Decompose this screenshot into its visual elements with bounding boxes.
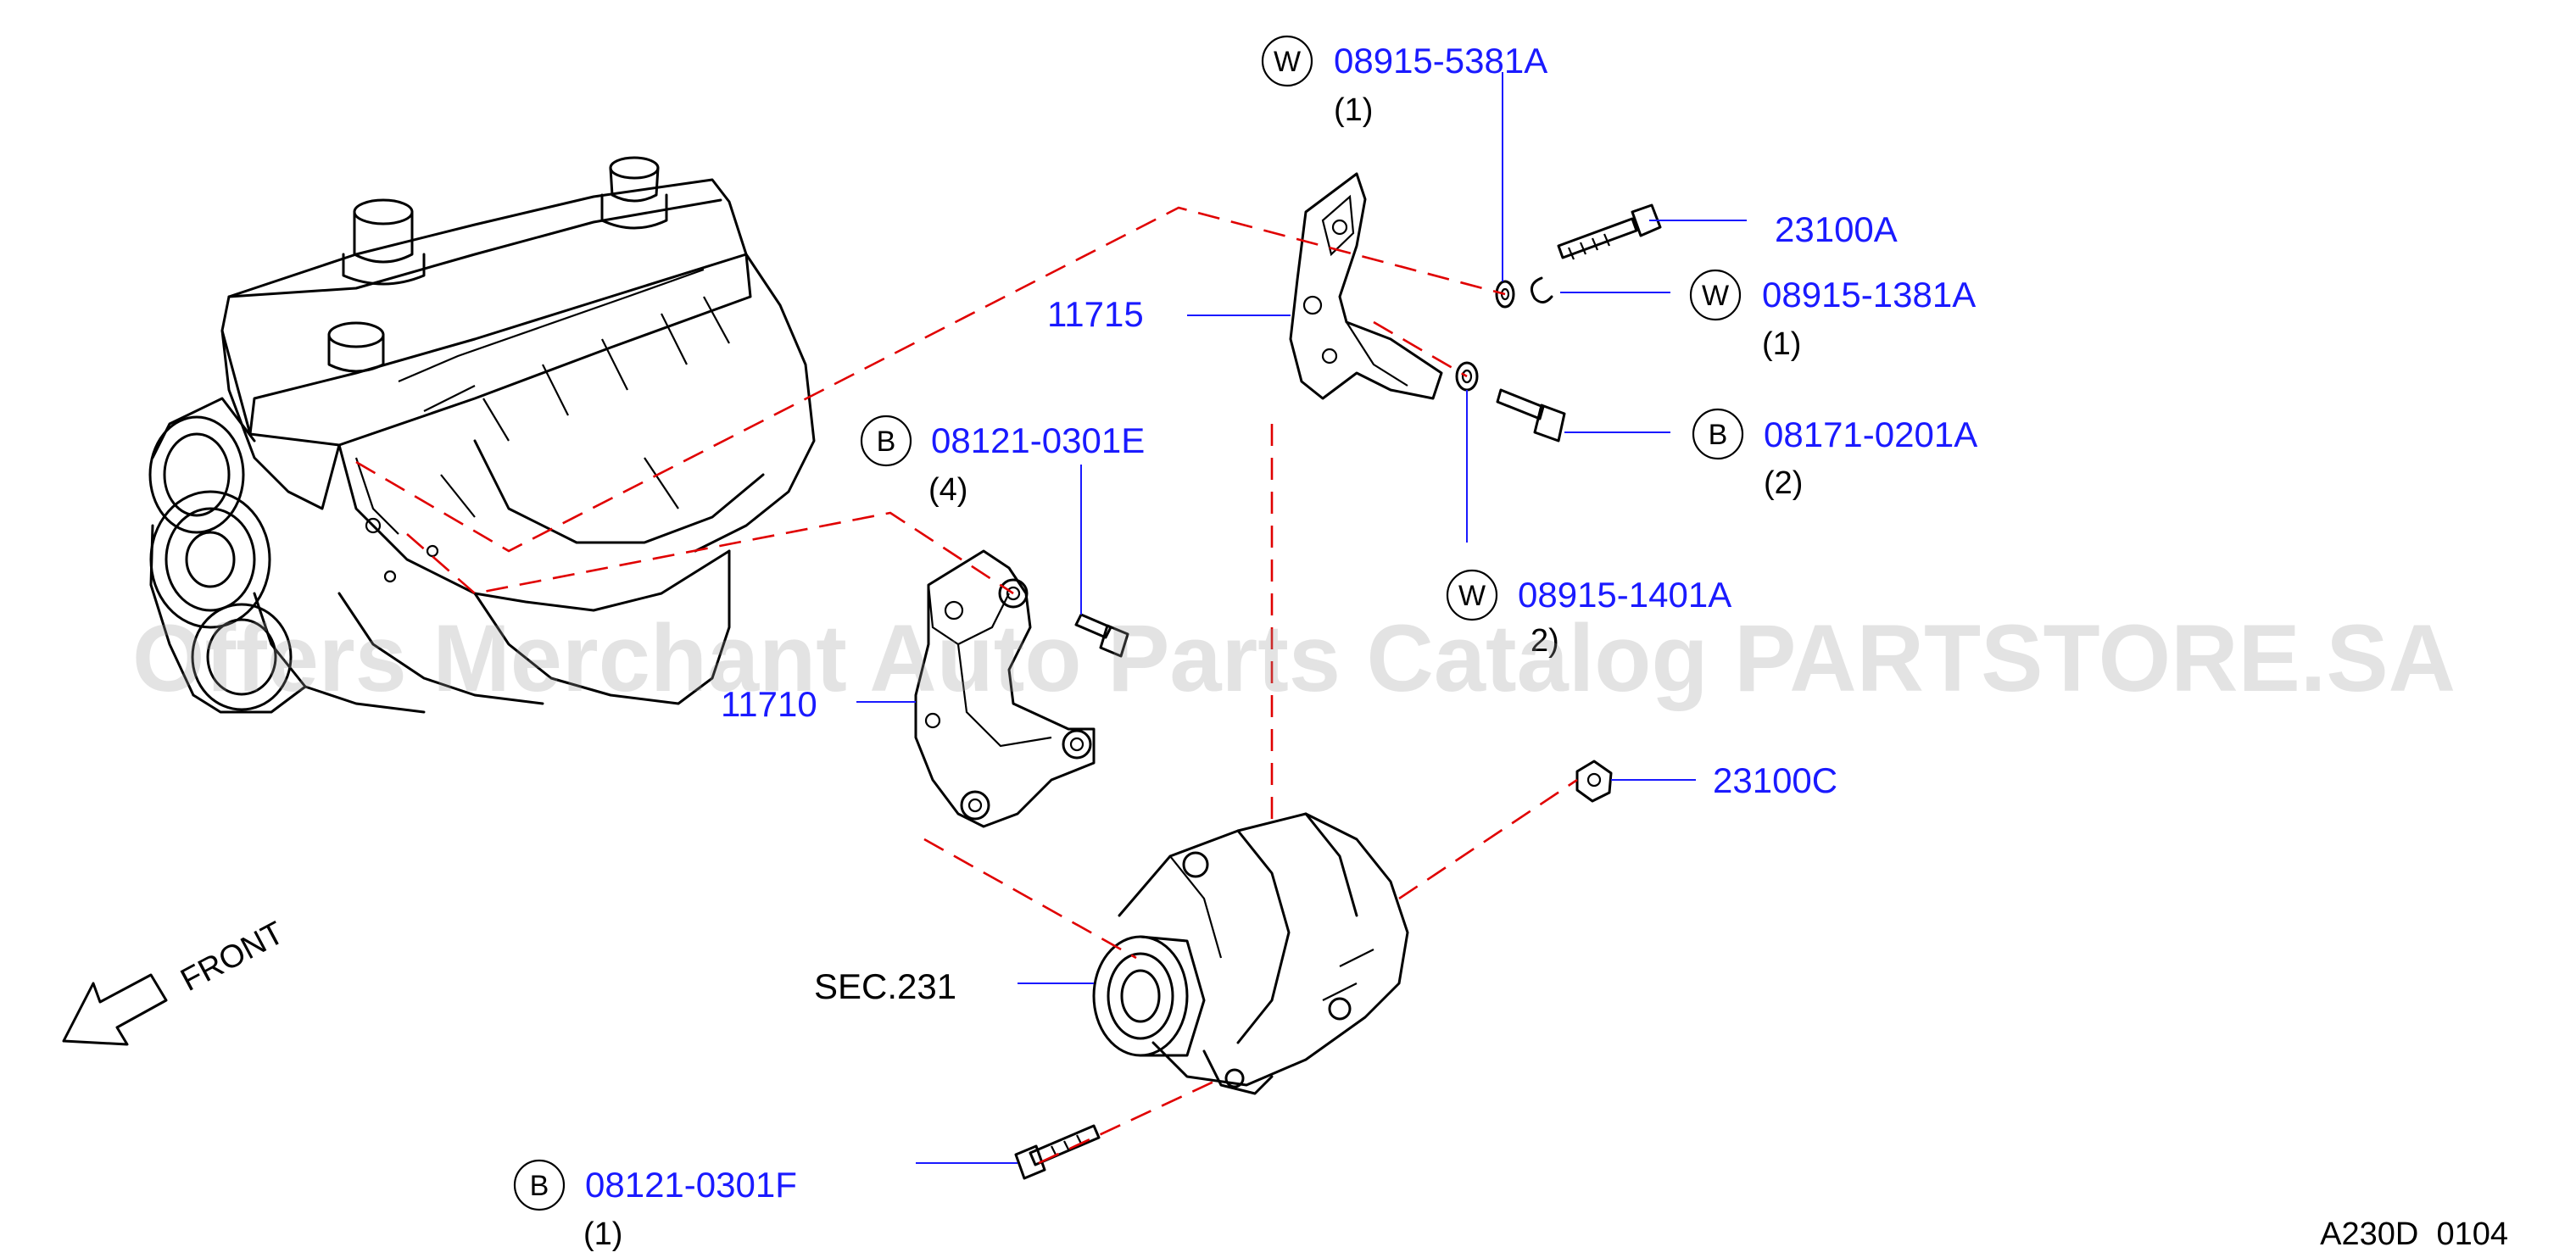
- front-label: FRONT: [176, 915, 290, 999]
- bolt-symbol-circle: [513, 1159, 566, 1211]
- bolt-08121-0301f: [1014, 1124, 1101, 1180]
- part-number-label[interactable]: 08121-0301E: [931, 420, 1145, 460]
- callout-08915-1401a[interactable]: W 08915-1401A 2): [1446, 569, 1731, 659]
- callout-sec-231[interactable]: SEC.231: [814, 966, 956, 1006]
- quantity-label: (4): [928, 472, 967, 508]
- washer-08915-1381a: [1530, 276, 1553, 303]
- part-number-label[interactable]: 23100A: [1775, 209, 1898, 249]
- callout-symbol: B: [1709, 419, 1728, 451]
- part-number-label[interactable]: 08171-0201A: [1764, 415, 1977, 454]
- alternator-illustration: [1092, 812, 1409, 1095]
- bracket-11715: [1289, 172, 1443, 400]
- callout-11715[interactable]: 11715: [1047, 294, 1144, 334]
- callout-11710[interactable]: 11710: [721, 684, 817, 724]
- bolt-symbol-circle: [1692, 408, 1744, 460]
- bolt-08121-0301e: [1074, 613, 1129, 658]
- callout-08915-1381a[interactable]: W 08915-1381A (1): [1689, 269, 1976, 362]
- bracket-11710: [914, 549, 1096, 828]
- callout-symbol: W: [1702, 280, 1729, 312]
- callout-08915-5381a[interactable]: W 08915-5381A (1): [1261, 35, 1547, 128]
- callout-symbol: B: [877, 426, 896, 458]
- washer-symbol-circle: [1261, 35, 1313, 87]
- bolt-23100a: [1557, 203, 1662, 260]
- part-number-label[interactable]: 11715: [1047, 294, 1144, 334]
- quantity-label: (2): [1764, 465, 1803, 501]
- quantity-label: (1): [1334, 92, 1373, 128]
- part-number-label[interactable]: 08121-0301F: [585, 1165, 797, 1205]
- assembly-dashed-lines: [355, 206, 1578, 1165]
- quantity-label: (1): [583, 1216, 622, 1252]
- engine-illustration: [148, 156, 816, 714]
- part-number-label[interactable]: 23100C: [1713, 760, 1837, 800]
- part-number-label[interactable]: 08915-5381A: [1334, 41, 1547, 81]
- part-number-label[interactable]: 08915-1381A: [1762, 275, 1976, 314]
- part-number-label[interactable]: 08915-1401A: [1518, 575, 1731, 615]
- washer-symbol-circle: [1689, 269, 1742, 321]
- callout-23100a[interactable]: 23100A: [1775, 209, 1898, 249]
- callout-08121-0301f[interactable]: B 08121-0301F (1): [513, 1159, 797, 1252]
- bolt-08171-0201a: [1496, 388, 1566, 443]
- callout-08121-0301e[interactable]: B 08121-0301E (4): [860, 415, 1145, 508]
- washer-symbol-circle: [1446, 569, 1498, 621]
- bolt-symbol-circle: [860, 415, 912, 467]
- callout-symbol: W: [1458, 580, 1486, 612]
- part-number-label[interactable]: 11710: [721, 684, 817, 724]
- watermark-text: Offers Merchant Auto Parts Catalog PARTS…: [132, 605, 2456, 711]
- section-reference-label[interactable]: SEC.231: [814, 966, 956, 1006]
- quantity-label: 2): [1531, 623, 1559, 659]
- nut-23100c: [1575, 760, 1613, 803]
- callout-symbol: B: [530, 1170, 549, 1202]
- callout-symbol: W: [1274, 46, 1301, 78]
- callout-23100c[interactable]: 23100C: [1713, 760, 1837, 800]
- callout-08171-0201a[interactable]: B 08171-0201A (2): [1692, 408, 1977, 501]
- diagram-code: A230D 0104: [2320, 1216, 2508, 1252]
- leader-lines: [856, 72, 1747, 1164]
- front-arrow-icon: [62, 973, 168, 1046]
- front-indicator: FRONT: [62, 915, 290, 1046]
- quantity-label: (1): [1762, 326, 1801, 362]
